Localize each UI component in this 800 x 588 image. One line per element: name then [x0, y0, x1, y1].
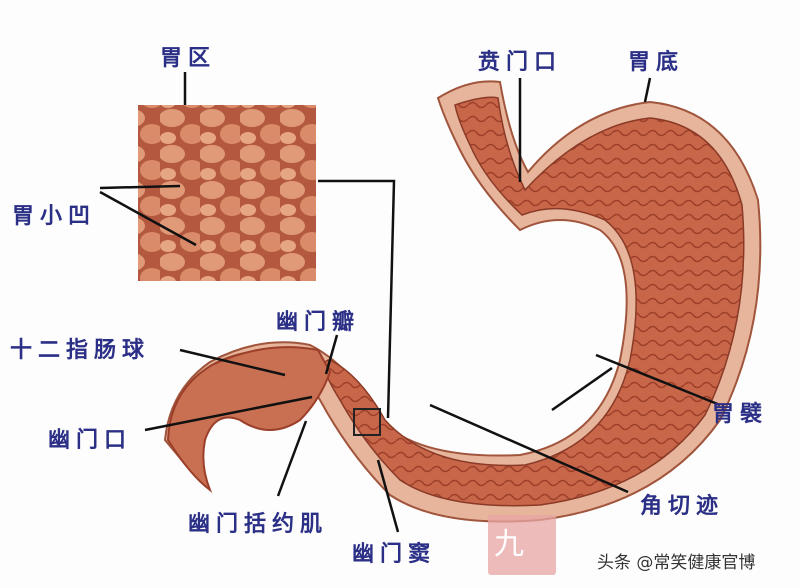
leader-lines [99, 72, 721, 533]
label-angular-incisure: 角切迹 [640, 494, 725, 519]
label-pyloric-antrum: 幽门窦 [352, 542, 437, 567]
label-gastric-pits: 胃小凹 [12, 204, 97, 229]
label-pyloric-sphincter: 幽门括约肌 [188, 512, 329, 537]
duodenum [166, 346, 332, 493]
label-pyloric-valve: 幽门瓣 [276, 310, 361, 335]
label-cardiac-orifice: 贲门口 [478, 50, 563, 75]
inset-source-box [353, 408, 381, 436]
label-fundus: 胃底 [628, 50, 685, 75]
stomach-mucosa [323, 96, 745, 507]
label-gastric-area: 胃区 [160, 46, 217, 71]
gastric-pits-inset [138, 105, 316, 281]
label-pyloric-orifice: 幽门口 [48, 428, 133, 453]
label-duodenal-bulb: 十二指肠球 [10, 338, 151, 363]
label-gastric-folds: 胃襞 [712, 402, 769, 427]
watermark: 头条 @常笑健康官博 [597, 553, 756, 573]
seal-logo: 九 [488, 515, 556, 575]
